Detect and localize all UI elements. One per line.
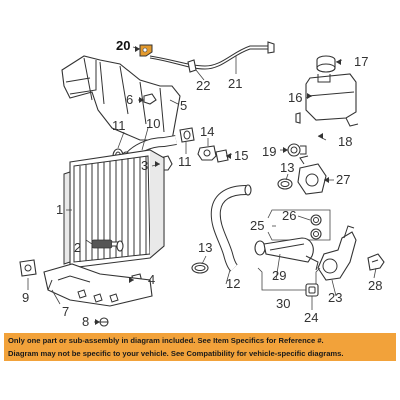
- part-24-gasket[interactable]: [305, 283, 319, 297]
- callout-4[interactable]: 4: [148, 272, 155, 287]
- callout-10[interactable]: 10: [146, 116, 160, 131]
- callout-11-left[interactable]: 11: [112, 118, 126, 133]
- disclaimer-line-2: Diagram may not be specific to your vehi…: [8, 349, 344, 358]
- part-18-hose[interactable]: [295, 112, 341, 144]
- callout-labels: 1 2 3 4 5 6 7 8 9 10 11 11 12 13 13 14 1…: [22, 38, 382, 329]
- callout-18[interactable]: 18: [338, 134, 352, 149]
- callout-8[interactable]: 8: [82, 314, 89, 329]
- callout-22[interactable]: 22: [196, 78, 210, 93]
- callout-16[interactable]: 16: [288, 90, 302, 105]
- radiator-core-fins: [79, 156, 147, 262]
- callout-29[interactable]: 29: [272, 268, 286, 283]
- part-26-seals[interactable]: [310, 214, 322, 240]
- bracket-30: [257, 267, 321, 291]
- part-14-fitting[interactable]: [197, 145, 217, 161]
- callout-12[interactable]: 12: [226, 276, 240, 291]
- bracket-25: [267, 209, 331, 241]
- callout-6[interactable]: 6: [126, 92, 133, 107]
- callout-26[interactable]: 26: [282, 208, 296, 223]
- disclaimer-banner: Only one part or sub-assembly in diagram…: [4, 333, 396, 361]
- callout-14[interactable]: 14: [200, 124, 214, 139]
- callout-23[interactable]: 23: [328, 290, 342, 305]
- part-19-clamp[interactable]: [287, 143, 307, 157]
- part-16-coolant-reservoir[interactable]: [305, 73, 359, 127]
- part-8-push-pin[interactable]: [99, 317, 109, 327]
- callout-1[interactable]: 1: [56, 202, 63, 217]
- arrowheads: [95, 46, 341, 325]
- part-12-lower-hose[interactable]: [210, 184, 252, 272]
- callout-19[interactable]: 19: [262, 144, 276, 159]
- part-11-clamp-right[interactable]: [179, 127, 195, 143]
- callout-13-upper[interactable]: 13: [280, 160, 294, 175]
- part-21-22-overflow-hose[interactable]: [149, 41, 275, 73]
- callout-27[interactable]: 27: [336, 172, 350, 187]
- callout-9[interactable]: 9: [22, 290, 29, 305]
- part-20-fitting[interactable]: [139, 44, 153, 57]
- part-17-reservoir-cap[interactable]: [316, 55, 336, 73]
- callout-11-right[interactable]: 11: [178, 154, 192, 169]
- callout-24[interactable]: 24: [304, 310, 318, 325]
- part-1-radiator[interactable]: [63, 149, 165, 269]
- part-29-pipe[interactable]: [254, 237, 319, 271]
- part-13-clamp-lower[interactable]: [191, 262, 209, 274]
- part-15-bracket[interactable]: [215, 149, 229, 163]
- part-7-lower-baffle[interactable]: [43, 263, 153, 307]
- callout-30[interactable]: 30: [276, 296, 290, 311]
- callout-13-lower[interactable]: 13: [198, 240, 212, 255]
- disclaimer-line-1: Only one part or sub-assembly in diagram…: [8, 336, 324, 345]
- part-28-sensor[interactable]: [367, 253, 385, 271]
- part-9-bracket[interactable]: [19, 259, 37, 277]
- callout-20[interactable]: 20: [116, 38, 130, 53]
- part-5-air-baffle[interactable]: [61, 55, 181, 141]
- callout-5[interactable]: 5: [180, 98, 187, 113]
- part-27-thermostat-housing[interactable]: [297, 155, 327, 195]
- callout-3[interactable]: 3: [141, 158, 148, 173]
- callout-17[interactable]: 17: [354, 54, 368, 69]
- part-13-clamp-upper[interactable]: [277, 178, 293, 190]
- callout-25[interactable]: 25: [250, 218, 264, 233]
- callout-7[interactable]: 7: [62, 304, 69, 319]
- part-6-clip[interactable]: [143, 93, 157, 105]
- part-23-water-outlet[interactable]: [317, 225, 357, 281]
- callout-21[interactable]: 21: [228, 76, 242, 91]
- callout-15[interactable]: 15: [234, 148, 248, 163]
- callout-2[interactable]: 2: [74, 240, 81, 255]
- callout-28[interactable]: 28: [368, 278, 382, 293]
